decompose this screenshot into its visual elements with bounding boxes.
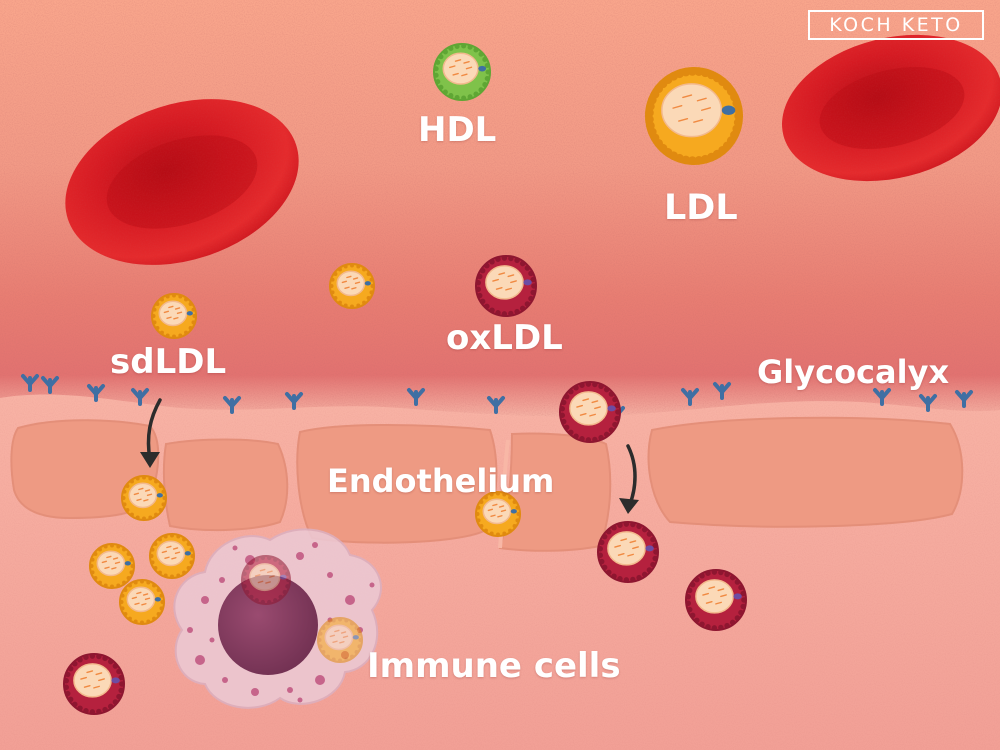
oxldl-particle — [559, 381, 621, 443]
glycocalyx-sprout — [919, 394, 937, 412]
endothelial-cell — [162, 438, 289, 532]
glycocalyx-sprout — [407, 388, 425, 406]
sdldl-particle — [151, 293, 197, 339]
sdldl-particle — [119, 579, 165, 625]
oxldl-particle-engulfed — [241, 555, 291, 605]
immune-cell-nucleus — [218, 575, 318, 675]
lipoprotein-particles — [63, 43, 747, 715]
glycocalyx-sprout — [713, 382, 731, 400]
glycocalyx-sprout — [955, 390, 973, 408]
ldl-particle — [645, 67, 743, 165]
immune-cell — [173, 528, 382, 709]
glycocalyx-sprout — [487, 396, 505, 414]
ldl-particle-engulfed — [317, 617, 363, 663]
ldl-particle-small — [329, 263, 375, 309]
glycocalyx-sprout — [873, 388, 891, 406]
brand-watermark: KOCH KETO — [808, 10, 984, 40]
oxldl-particle — [597, 521, 659, 583]
label-glycocalyx: Glycocalyx — [757, 353, 950, 391]
glycocalyx-sprout — [131, 388, 149, 406]
oxldl-particle — [475, 255, 537, 317]
entry-arrow-oxldl — [619, 444, 639, 514]
oxldl-particle — [63, 653, 125, 715]
sdldl-particle — [475, 491, 521, 537]
label-hdl: HDL — [418, 110, 497, 150]
glycocalyx-sprout — [21, 374, 39, 392]
entry-arrow-sdldl — [140, 398, 162, 468]
red-blood-cell-right — [782, 34, 1000, 182]
label-oxldl: oxLDL — [446, 318, 563, 358]
label-sdldl: sdLDL — [110, 342, 227, 382]
glycocalyx-sprout — [285, 392, 303, 410]
glycocalyx-sprout — [87, 384, 105, 402]
red-blood-cell-left — [65, 99, 299, 265]
oxldl-particle — [685, 569, 747, 631]
hdl-particle — [433, 43, 491, 101]
label-immune-cells: Immune cells — [367, 646, 621, 686]
sdldl-particle — [149, 533, 195, 579]
glycocalyx-sprouts — [21, 374, 973, 424]
label-ldl: LDL — [664, 188, 738, 228]
sdldl-particle — [121, 475, 167, 521]
endothelium-cells — [10, 416, 964, 552]
glycocalyx-sprout — [41, 376, 59, 394]
glycocalyx-sprout — [681, 388, 699, 406]
endothelial-cell — [647, 416, 964, 528]
glycocalyx-sprout — [223, 396, 241, 414]
label-endothelium: Endothelium — [327, 462, 555, 500]
sdldl-particle — [89, 543, 135, 589]
